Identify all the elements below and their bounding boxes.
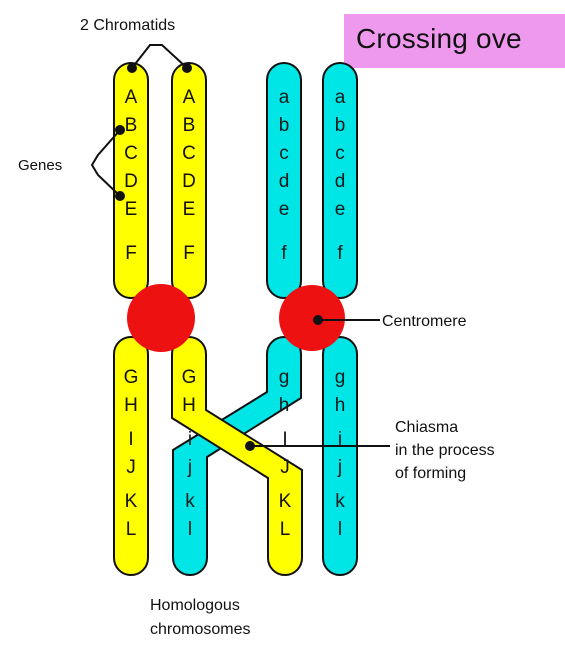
gene-chromatid-2-2: B xyxy=(183,115,196,136)
gene-chromatid-1-9: I xyxy=(128,429,133,450)
gene-chromatid-4-11: k xyxy=(335,491,345,512)
gene-chromatid-4-5: e xyxy=(335,199,346,220)
gene-chromatid-3-5: e xyxy=(279,199,290,220)
gene-chromatid-1-10: J xyxy=(126,457,136,478)
gene-chromatid-3-12: l xyxy=(188,519,192,540)
chromatid-2-dot xyxy=(182,63,192,73)
centromere-dot xyxy=(313,315,323,325)
gene-chromatid-4-10: j xyxy=(337,457,342,478)
gene-chromatid-1-2: B xyxy=(125,115,138,136)
chiasma-dot xyxy=(245,441,255,451)
centromere-paternal xyxy=(279,285,345,351)
gene-chromatid-2-11: K xyxy=(279,491,292,512)
homologous-label-line-1: Homologous xyxy=(150,597,240,614)
gene-chromatid-1-12: L xyxy=(126,519,137,540)
gene-chromatid-4-8: h xyxy=(335,395,346,416)
gene-chromatid-1-8: H xyxy=(124,395,138,416)
centromere-maternal xyxy=(127,284,195,352)
gene-chromatid-2-4: D xyxy=(182,171,196,192)
gene-chromatid-3-2: b xyxy=(279,115,290,136)
gene-chromatid-2-3: C xyxy=(182,143,196,164)
gene-chromatid-3-9: i xyxy=(188,429,192,450)
gene-chromatid-1-11: K xyxy=(125,491,138,512)
gene-chromatid-3-1: a xyxy=(279,87,290,108)
gene-chromatid-4-1: a xyxy=(335,87,346,108)
gene-chromatid-2-5: E xyxy=(183,199,196,220)
chiasma-label-line-3: of forming xyxy=(395,465,466,482)
gene-d-dot xyxy=(115,191,125,201)
chromatid-1-dot xyxy=(127,63,137,73)
gene-chromatid-3-8: h xyxy=(279,395,290,416)
gene-chromatid-2-8: H xyxy=(182,395,196,416)
gene-chromatid-3-4: d xyxy=(279,171,290,192)
gene-chromatid-4-3: c xyxy=(335,143,345,164)
gene-chromatid-4-6: f xyxy=(337,243,343,264)
gene-chromatid-2-10: J xyxy=(280,457,290,478)
gene-chromatid-2-7: G xyxy=(182,367,197,388)
gene-chromatid-4-4: d xyxy=(335,171,346,192)
gene-chromatid-3-3: c xyxy=(279,143,289,164)
gene-chromatid-4-2: b xyxy=(335,115,346,136)
gene-chromatid-1-1: A xyxy=(125,87,138,108)
gene-chromatid-1-5: E xyxy=(125,199,138,220)
gene-chromatid-1-7: G xyxy=(124,367,139,388)
homologous-label-line-2: chromosomes xyxy=(150,621,250,638)
gene-chromatid-3-10: j xyxy=(187,457,192,478)
gene-chromatid-1-6: F xyxy=(125,243,137,264)
gene-chromatid-3-11: k xyxy=(185,491,195,512)
gene-chromatid-4-12: l xyxy=(338,519,342,540)
chiasma-label-line-1: Chiasma xyxy=(395,419,458,436)
gene-b-dot xyxy=(115,125,125,135)
gene-chromatid-1-3: C xyxy=(124,143,138,164)
chiasma-label-line-2: in the process xyxy=(395,442,495,459)
chromatids-label: 2 Chromatids xyxy=(80,17,175,34)
gene-chromatid-2-6: F xyxy=(183,243,195,264)
gene-chromatid-3-7: g xyxy=(279,367,290,388)
gene-chromatid-3-6: f xyxy=(281,243,287,264)
centromere-label: Centromere xyxy=(382,313,467,330)
gene-chromatid-1-4: D xyxy=(124,171,138,192)
genes-label: Genes xyxy=(18,157,62,174)
gene-chromatid-2-12: L xyxy=(280,519,291,540)
gene-chromatid-2-1: A xyxy=(183,87,196,108)
gene-chromatid-4-7: g xyxy=(335,367,346,388)
